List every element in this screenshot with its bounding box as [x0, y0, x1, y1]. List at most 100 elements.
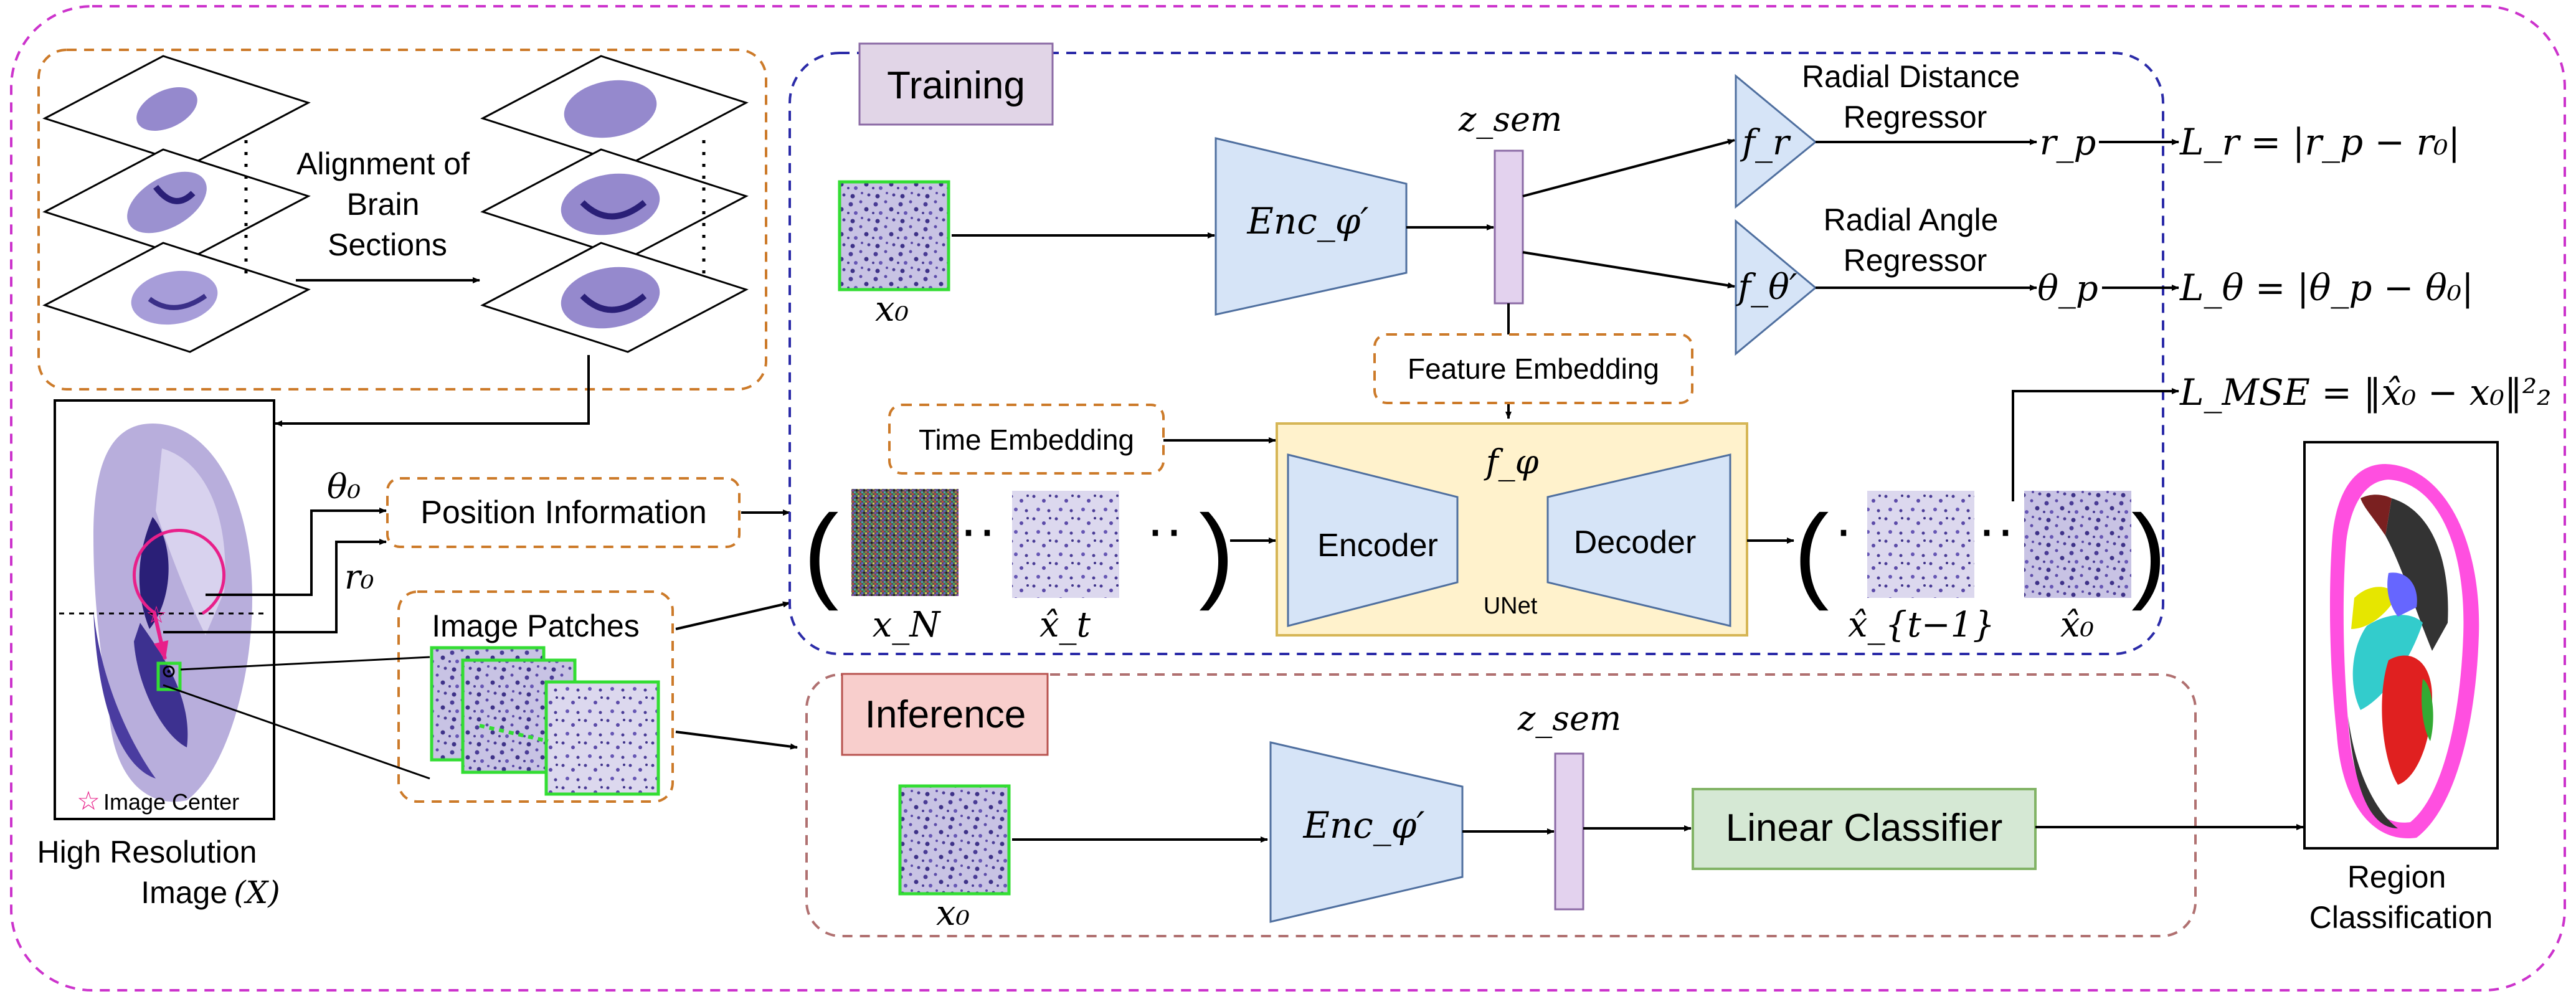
sequence-close-paren: ) — [1199, 493, 1234, 612]
xhat-0-label: x̂₀ — [2060, 605, 2094, 645]
denoised-patch-x0 — [2024, 491, 2131, 598]
image-patches-label: Image Patches — [432, 608, 640, 643]
patches-to-training-arrow — [675, 601, 790, 630]
region-classification-label: Region Classification — [2309, 859, 2493, 935]
sequence-dots-1: ·· — [959, 498, 997, 561]
r0-label: r₀ — [344, 557, 374, 597]
inference-zsem-label: z_sem — [1517, 699, 1621, 738]
alignment-label: Alignment of Brain Sections — [296, 146, 478, 262]
radial-angle-label: Radial Angle Regressor — [1824, 202, 2007, 278]
output-to-mse-arrow — [2012, 388, 2179, 501]
alignment-panel — [37, 49, 767, 391]
inference-label: Inference — [865, 693, 1026, 736]
region-classification-line-1: Region — [2347, 859, 2446, 894]
f-phi-label: f_φ — [1484, 442, 1539, 481]
radial-angle-regressor — [1735, 219, 1817, 356]
rp-label: r_p — [2040, 123, 2096, 163]
alignment-line-3: Sections — [328, 227, 447, 262]
region-classification-line-2: Classification — [2309, 900, 2493, 935]
unet-encoder-label: Encoder — [1317, 528, 1438, 564]
image-word: Image — [141, 875, 227, 910]
position-information-label: Position Information — [420, 495, 707, 531]
alignment-line-1: Alignment of — [296, 146, 470, 181]
unet-decoder — [1546, 453, 1731, 627]
zsem-to-ftheta-arrow — [1522, 251, 1735, 289]
fr-label: f_r — [1740, 123, 1791, 163]
inference-tag — [841, 673, 1049, 756]
unet-label: UNet — [1484, 593, 1538, 619]
image-center-star-legend: ☆ — [77, 786, 100, 815]
stacked-patches — [430, 646, 660, 796]
theta0-connector — [206, 508, 387, 596]
alignment-line-2: Brain — [347, 187, 420, 222]
zsem-to-fr-arrow — [1522, 138, 1735, 197]
training-encoder-label: Enc_φ′ — [1247, 200, 1369, 242]
inference-encoder-label: Enc_φ′ — [1303, 804, 1425, 846]
output-dots-2: ·· — [1977, 498, 2015, 561]
unet-encoder — [1287, 453, 1459, 627]
linear-classifier-box — [1692, 788, 2037, 870]
radial-distance-line-1: Radial Distance — [1802, 59, 2020, 94]
feature-embedding-label: Feature Embedding — [1408, 353, 1659, 385]
training-panel — [788, 52, 2164, 655]
training-semantic-encoder — [1215, 137, 1408, 316]
unet-decoder-label: Decoder — [1574, 524, 1697, 561]
inference-zsem-bar — [1554, 752, 1584, 911]
inference-x0-label: x₀ — [936, 893, 970, 934]
feature-embedding-box — [1373, 333, 1693, 404]
training-label: Training — [887, 64, 1025, 107]
radial-angle-arc — [133, 529, 225, 615]
radial-distance-label: Radial Distance Regressor — [1802, 59, 2029, 135]
training-tag — [858, 42, 1054, 126]
outer-border — [10, 5, 2566, 992]
denoised-patch-xtm1 — [1867, 491, 1974, 598]
sequence-dots-2: ·· — [1146, 498, 1183, 561]
theta0-label: θ₀ — [327, 467, 361, 506]
aligned-section-stack — [480, 55, 749, 353]
xN-label: x_N — [873, 605, 942, 645]
patches-to-inference-arrow — [675, 731, 798, 750]
noise-patch-xN — [851, 489, 959, 596]
image-symbol: (X) — [234, 874, 280, 911]
image-to-patch-line — [180, 656, 430, 671]
image-to-patch-line-2 — [163, 684, 430, 780]
unaligned-section-stack — [42, 55, 311, 353]
loss-mse-label: L_MSE = ‖x̂₀ − x₀‖²₂ — [2179, 371, 2551, 414]
radial-distance-regressor — [1735, 73, 1817, 209]
xhat-t-label: x̂_t — [1039, 605, 1091, 645]
training-input-patch — [838, 180, 950, 291]
image-center-star: ☆ — [146, 602, 167, 628]
time-embedding-box — [888, 404, 1165, 475]
sequence-open-paren: ( — [803, 493, 839, 612]
xhat-tm1-label: x̂_{t−1} — [1848, 605, 1995, 645]
inference-input-patch — [898, 784, 1011, 896]
ftheta-label: f_θ′ — [1735, 267, 1797, 308]
loss-theta-label: L_θ = |θ_p − θ₀| — [2179, 267, 2474, 309]
time-embedding-label: Time Embedding — [919, 424, 1134, 456]
radial-angle-line-1: Radial Angle — [1824, 202, 1999, 237]
loss-r-label: L_r = |r_p − r₀| — [2179, 121, 2460, 163]
position-information-box — [386, 477, 741, 548]
image-x-label: Image(X) — [141, 874, 280, 911]
thetap-label: θ_p — [2037, 268, 2098, 309]
patch-location-marker — [156, 661, 182, 691]
output-close-paren: ) — [2131, 493, 2167, 612]
inference-semantic-encoder — [1269, 741, 1464, 923]
linear-classifier-label: Linear Classifier — [1726, 807, 2003, 850]
radial-angle-line-2: Regressor — [1844, 243, 1987, 278]
high-resolution-label: High Resolution — [37, 835, 257, 869]
noisy-patch-xt — [1012, 491, 1119, 598]
training-zsem-bar — [1494, 149, 1524, 305]
inference-panel — [805, 673, 2197, 937]
output-dots-1: · — [1834, 498, 1853, 561]
radial-distance-line-2: Regressor — [1844, 100, 1987, 135]
region-classification-map — [2329, 464, 2479, 839]
radial-vector-arrow — [153, 613, 169, 660]
r0-connector — [163, 539, 387, 633]
output-open-paren: ( — [1794, 493, 1829, 612]
image-patches-box — [397, 590, 674, 803]
training-zsem-label: z_sem — [1458, 100, 1562, 139]
training-x0-label: x₀ — [875, 289, 909, 329]
image-center-label: Image Center — [103, 789, 239, 815]
